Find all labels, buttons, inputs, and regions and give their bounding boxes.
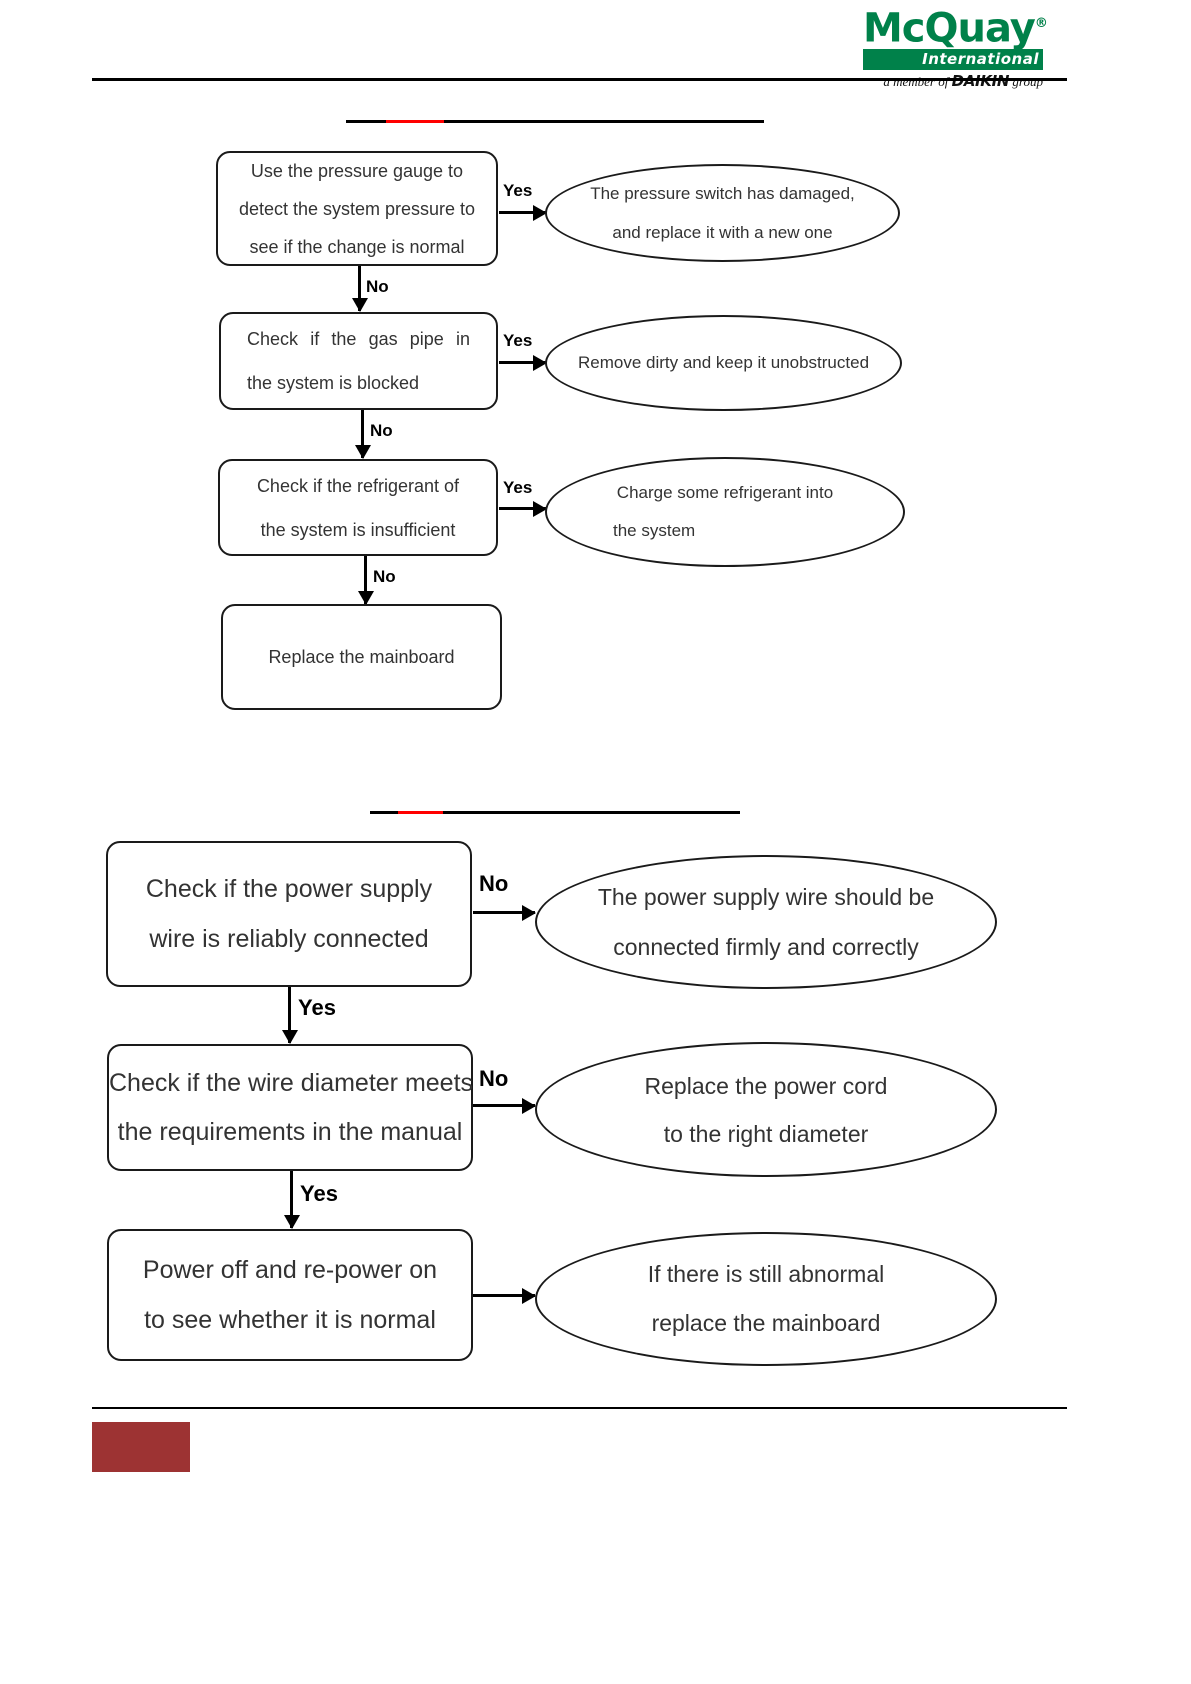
flow-node-m2-no-line-2: to the right diameter [663,1120,869,1147]
flow-node-n1-line-2: detect the system pressure to [238,198,476,219]
flow-node-n4: Replace the mainboard [221,604,502,710]
flow-node-n3-line-1: Check if the refrigerant of [256,475,460,496]
flow-node-m3-line-1: Power off and re-power on [142,1256,438,1284]
registered-trademark-icon: ® [1034,16,1048,31]
flow-edge-m2-no-arrow [473,1104,535,1107]
logo-tagline-prefix: a member of [883,74,952,90]
flow-node-m3-out: If there is still abnormal replace the m… [535,1232,997,1366]
flow-edge-m1-no-label: No [479,871,509,896]
flow-node-n3-yes: Charge some refrigerant into the system [545,457,905,567]
flow-node-n3-line-2: the system is insufficient [260,519,456,540]
flow-edge-m2-yes-arrow [290,1171,293,1228]
flow-node-n3-yes-line-2: the system [613,521,696,540]
flow-node-m1-no-line-1: The power supply wire should be [597,884,935,910]
flow-edge-n1-yes-label: Yes [503,181,533,200]
flow-edge-n2-no-arrow [361,410,364,458]
flow-node-m3-out-line-2: replace the mainboard [651,1310,881,1336]
flow-node-n2-yes-line-1: Remove dirty and keep it unobstructed [577,353,870,372]
flow-edge-m1-yes-label: Yes [298,995,336,1020]
flow-node-m2-no-line-1: Replace the power cord [644,1072,888,1099]
flow-node-m1-line-1: Check if the power supply [145,875,433,903]
section-two-heading-rule [370,811,740,814]
flow-node-n1-line-1: Use the pressure gauge to [250,160,464,181]
flow-node-m1: Check if the power supply wire is reliab… [106,841,472,987]
flow-node-n1: Use the pressure gauge to detect the sys… [216,151,498,266]
logo-tagline-brand: DAIKIN [951,72,1010,91]
logo-wordmark: McQuay® [863,4,1048,52]
flow-edge-m2-no-label: No [479,1066,509,1091]
flow-node-m3-out-line-1: If there is still abnormal [647,1261,885,1287]
flow-edge-n1-no-label: No [366,277,389,296]
flow-node-m2-line-1: Check if the wire diameter meets [109,1068,474,1097]
flow-node-m2-line-2: the requirements in the manual [117,1117,463,1146]
flow-node-n1-yes-line-1: The pressure switch has damaged, [590,184,855,203]
flow-node-n3: Check if the refrigerant of the system i… [218,459,498,556]
logo-subtitle-bar: International [863,49,1043,71]
mcquay-logo: McQuay® International a member of DAIKIN… [863,4,1048,90]
flow-node-n2: Check if the gas pipe in the system is b… [219,312,498,410]
flow-node-m1-no-line-2: connected firmly and correctly [613,934,919,960]
flow-edge-n3-no-label: No [373,567,396,586]
section-one-heading-redaction [386,120,444,123]
flow-node-m2: Check if the wire diameter meets the req… [107,1044,473,1171]
flow-edge-n2-yes-label: Yes [503,331,533,350]
logo-tagline-suffix: group [1009,74,1043,90]
flow-node-m3-line-2: to see whether it is normal [144,1306,436,1334]
flow-node-n1-line-3: see if the change is normal [249,236,465,257]
flow-edge-n1-no-arrow [358,266,361,311]
flow-node-m2-no: Replace the power cord to the right diam… [535,1042,997,1177]
flow-node-m3: Power off and re-power on to see whether… [107,1229,473,1361]
flow-node-n1-yes-line-2: and replace it with a new one [612,223,833,242]
section-one-heading-rule [346,120,764,123]
section-two-heading-redaction [398,811,443,814]
flow-node-n2-yes: Remove dirty and keep it unobstructed [545,315,902,411]
flow-node-n4-line-1: Replace the mainboard [268,647,455,667]
flow-node-m1-line-2: wire is reliably connected [149,925,429,953]
flow-edge-m2-yes-label: Yes [300,1181,338,1206]
flow-edge-n2-yes-arrow [499,361,546,364]
flow-node-n2-line-1: Check if the gas pipe in [247,329,470,349]
logo-tagline: a member of DAIKIN group [863,73,1043,90]
header-divider-rule [92,78,1067,81]
flow-edge-m1-yes-arrow [288,987,291,1043]
footer-divider-rule [92,1407,1067,1409]
flow-node-m1-no: The power supply wire should be connecte… [535,855,997,989]
flow-edge-n3-yes-arrow [499,507,546,510]
flow-edge-n2-no-label: No [370,421,393,440]
flow-node-n2-line-2: the system is blocked [247,373,420,393]
logo-wordmark-text: McQuay [863,5,1036,52]
flow-edge-m1-no-arrow [473,911,535,914]
flow-edge-n3-yes-label: Yes [503,478,533,497]
flow-node-n3-yes-line-1: Charge some refrigerant into [616,483,834,502]
flow-node-n1-yes: The pressure switch has damaged, and rep… [545,164,900,262]
footer-page-marker [92,1422,190,1472]
flow-edge-n1-yes-arrow [499,211,546,214]
flow-edge-m3-out-arrow [473,1294,535,1297]
flow-edge-n3-no-arrow [364,556,367,604]
